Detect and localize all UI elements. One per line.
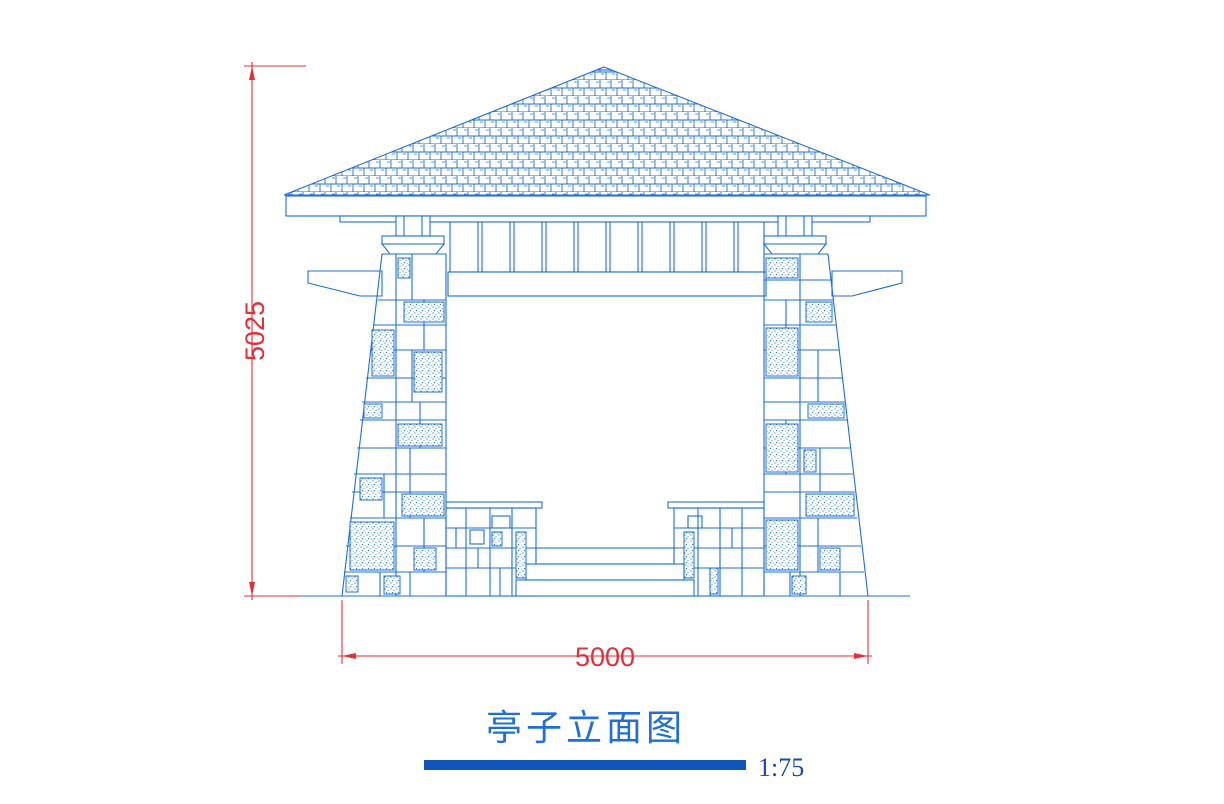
left-column xyxy=(341,215,447,597)
right-column xyxy=(762,215,869,597)
width-dimension: 5000 xyxy=(338,600,872,672)
roof xyxy=(283,66,931,223)
drawing-title: 亭子立面图 xyxy=(486,708,686,749)
height-dimension-label: 5025 xyxy=(240,301,270,361)
height-dimension: 5025 xyxy=(240,62,306,600)
width-dimension-label: 5000 xyxy=(575,642,635,672)
beam-frame xyxy=(307,221,903,297)
scale-label: 1:75 xyxy=(758,753,804,782)
left-low-wall xyxy=(445,501,543,597)
scale-bar xyxy=(424,760,746,770)
entrance-steps xyxy=(515,547,695,597)
